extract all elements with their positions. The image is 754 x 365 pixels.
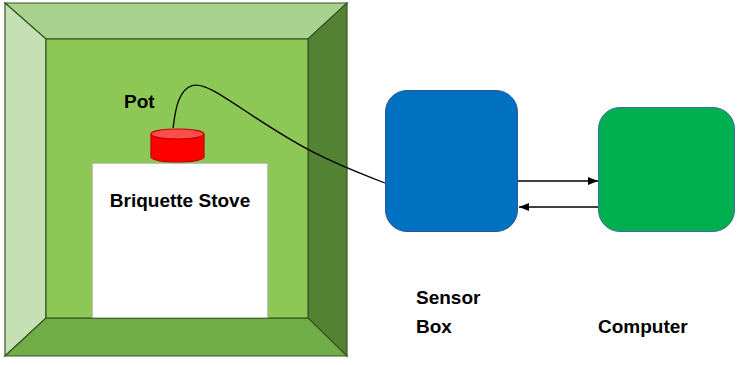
computer-box: Computer <box>598 107 735 232</box>
node-text: Briquette Stove <box>93 186 267 215</box>
frame-right <box>308 3 347 356</box>
node-label: Computer <box>598 312 688 341</box>
pot-shape: Pot <box>150 128 205 163</box>
stove-box: Briquette Stove <box>92 163 268 318</box>
chamber-inner <box>46 39 308 318</box>
chamber-frame <box>5 3 347 356</box>
data-arrow <box>519 206 598 208</box>
node-label: Sensor Box <box>416 283 480 341</box>
pot-cylinder <box>150 128 205 163</box>
frame-bottom <box>5 318 347 356</box>
data-arrow <box>518 180 598 182</box>
pot-rim <box>151 129 204 139</box>
frame-left <box>5 3 46 356</box>
frame-top <box>5 3 347 39</box>
sensor-box: Sensor Box <box>385 90 518 232</box>
node-label: Pot <box>124 87 155 116</box>
